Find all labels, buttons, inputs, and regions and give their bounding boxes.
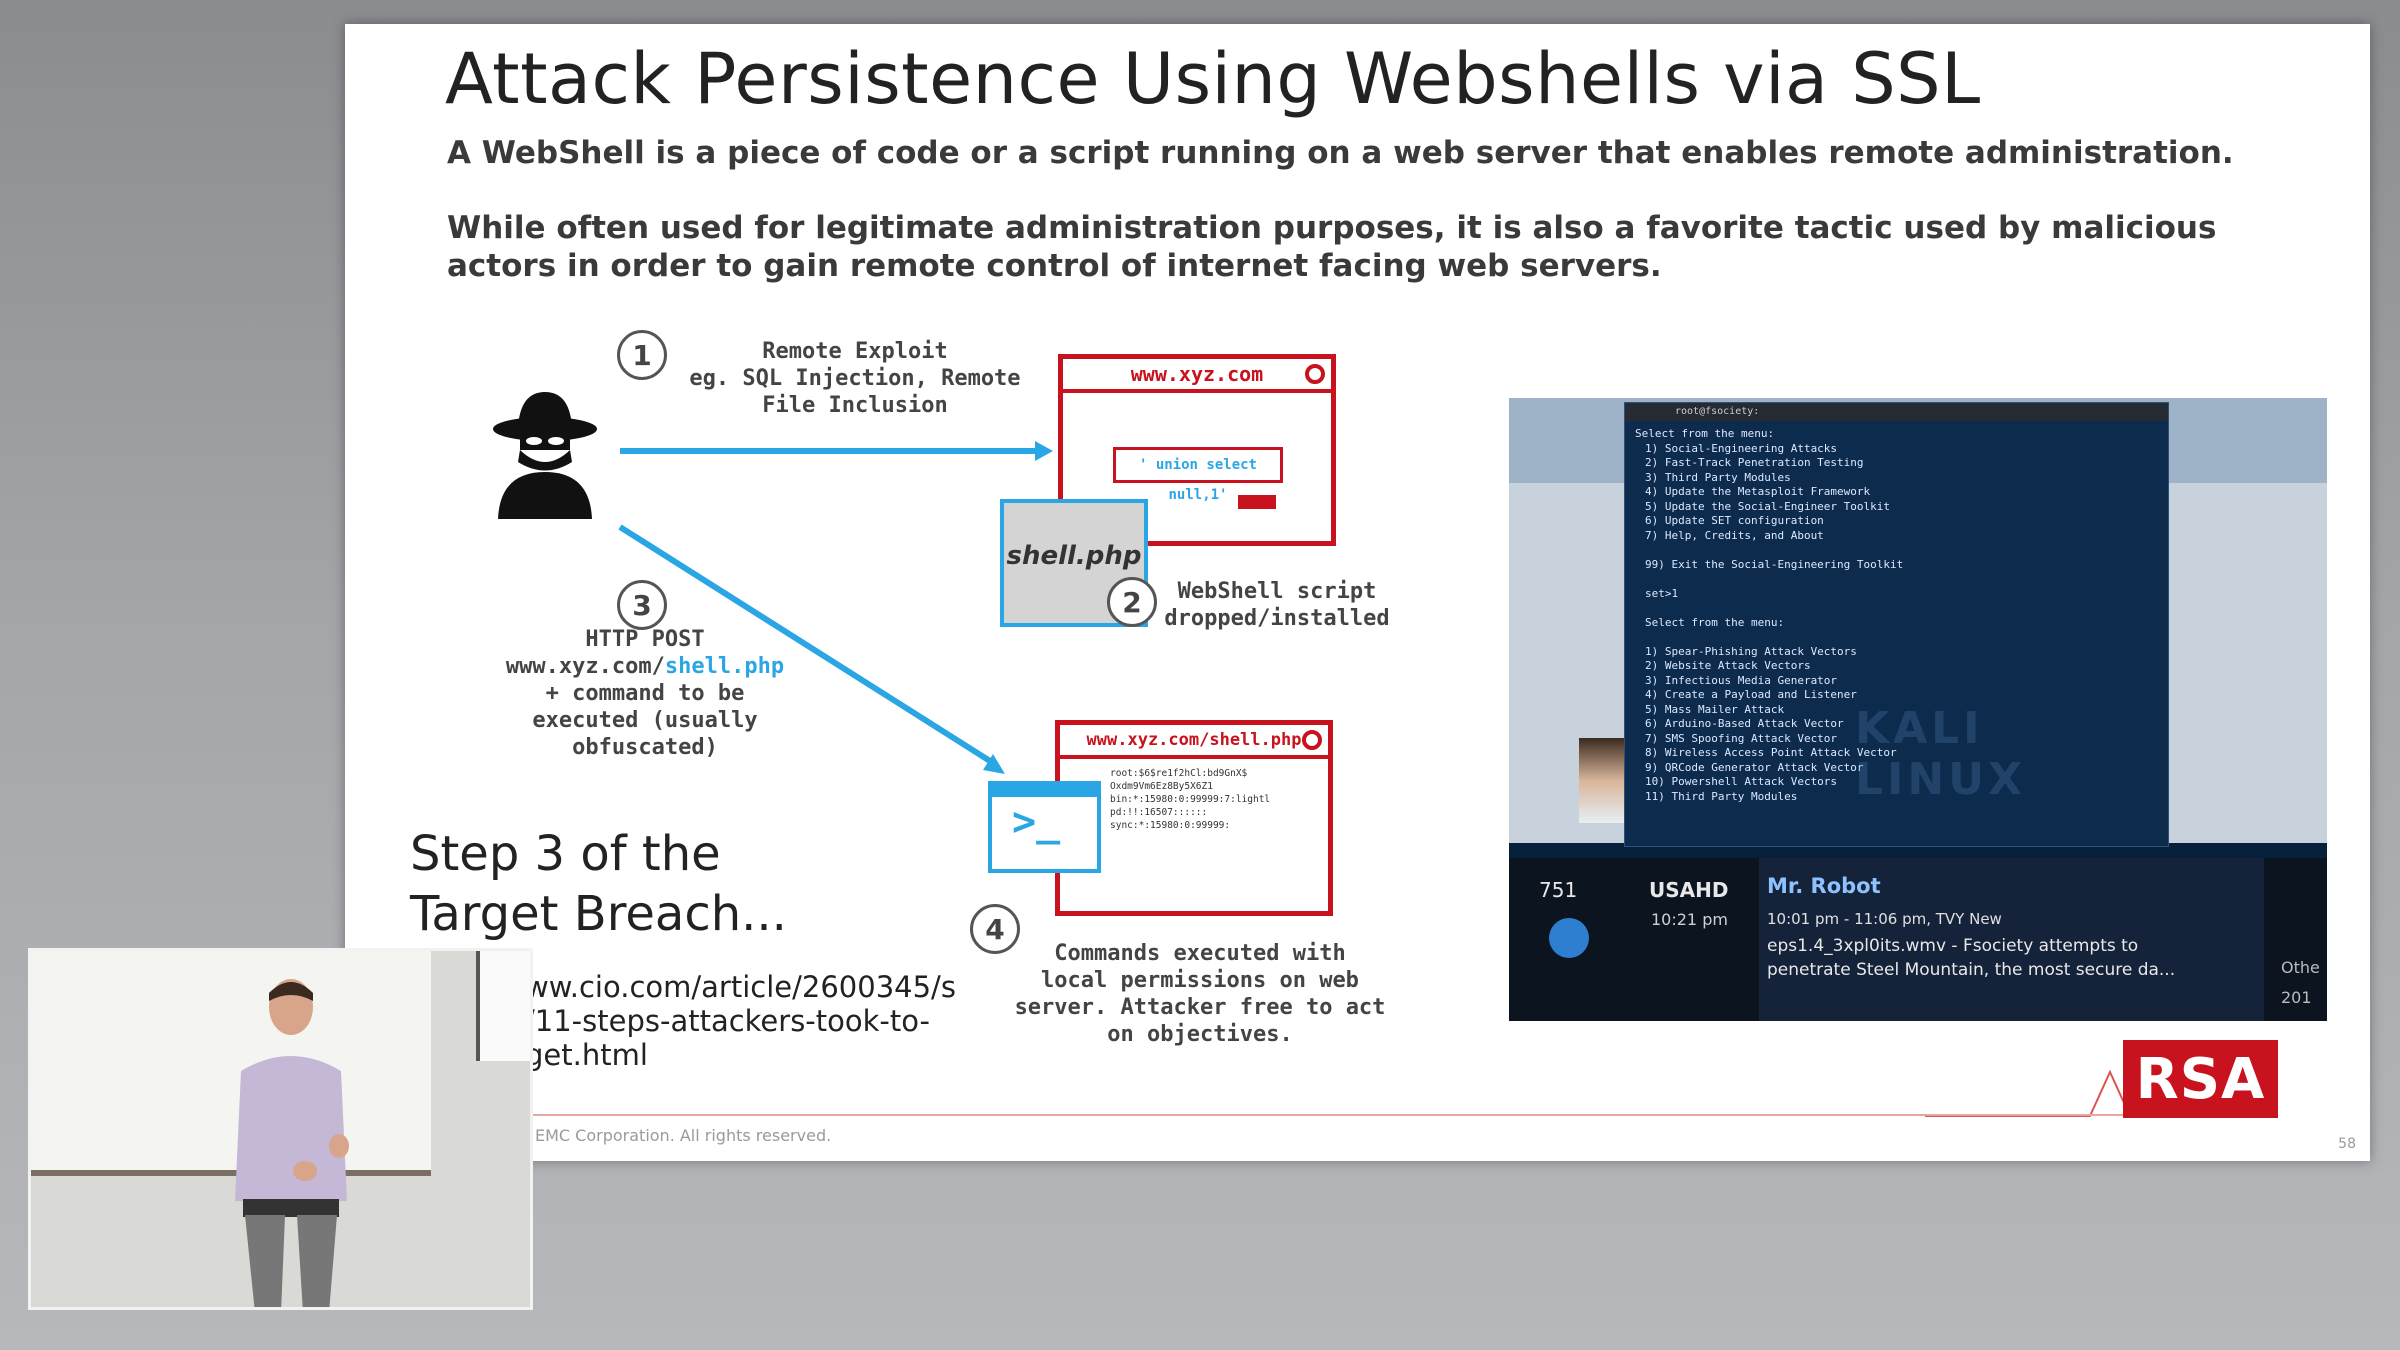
program-panel [1759,858,2264,1021]
copyright-text: EMC Corporation. All rights reserved. [535,1126,832,1145]
detail-paragraph: While often used for legitimate administ… [447,210,2217,284]
output-line: sync:*:15980:0:99999: [1110,820,1231,831]
terminal-menu-item [1645,630,2168,645]
menu-header: Select from the menu: [1635,427,1775,440]
terminal-prompt: >_ [1012,799,1061,845]
webshell-url: www.xyz.com/shell.php [1086,730,1302,750]
terminal-menu-item: 11) Third Party Modules [1645,789,1798,803]
wall-screen [476,951,530,1061]
step3-url-highlight: shell.php [664,654,785,679]
terminal-menu-item: 2) Website Attack Vectors [1645,659,1811,672]
browser-title-bar [1063,389,1331,393]
presenter-figure [235,979,349,1307]
step3-rest: + command to be executed (usually obfusc… [532,681,758,760]
terminal-menu-item: 1) Spear-Phishing Attack Vectors [1645,644,1857,658]
output-line: pd:!!:16507:::::: [1110,807,1208,818]
terminal-menu-item: 4) Create a Payload and Listener [1645,688,1857,701]
hacker-icon [493,392,597,519]
terminal-menu-item: 2) Fast-Track Penetration Testing [1645,456,1864,469]
terminal-menu-item: 10) Powershell Attack Vectors [1645,775,1838,788]
mr-robot-screenshot: root@fsociety: KALI LINUX Select from th… [1509,398,2327,1021]
terminal-menu-item: Select from the menu: [1645,615,1785,629]
submit-button [1238,495,1276,509]
step3-url-prefix: www.xyz.com/ [505,654,665,679]
terminal-menu-item: 99) Exit the Social-Engineering Toolkit [1645,557,1904,571]
step4-number-badge: 4 [970,904,1020,954]
footer-rule [345,1114,2130,1116]
sql-injection-field: ' union select null,1' [1113,447,1283,503]
page-number: 58 [2338,1136,2356,1152]
side-label: Othe [2281,958,2320,977]
step1-number-badge: 1 [617,330,667,380]
channel-logo-icon [1549,918,1589,958]
step3-method: HTTP POST [585,627,705,652]
kali-watermark: KALI LINUX [1855,703,2026,805]
browser-title-bar [1060,755,1328,759]
intro-paragraph: A WebShell is a piece of code or a scrip… [447,135,2234,171]
step2-number-badge: 2 [1107,577,1157,627]
webshell-browser-window: www.xyz.com/shell.php root:$6$re1f2hCl:b… [1055,720,1333,916]
output-line: Oxdm9Vm6Ez8By5X6Z1 [1110,781,1213,792]
tv-guide-overlay: 751 USAHD 10:21 pm Mr. Robot 10:01 pm - … [1509,858,2327,1021]
step3-number-badge: 3 [617,580,667,630]
channel-name: USAHD [1649,878,1729,902]
browser-close-icon [1305,364,1325,384]
output-line: bin:*:15980:0:99999:7:lightl [1110,794,1271,805]
terminal-menu-item: 6) Update SET configuration [1645,514,1824,527]
terminal-menu-item: 1) Social-Engineering Attacks [1645,441,1838,455]
step1-description: Remote Exploit eg. SQL Injection, Remote… [689,339,1021,418]
breach-step-note: Step 3 of the Target Breach... [410,826,787,942]
show-time: 10:01 pm - 11:06 pm, TVY New [1767,910,2002,928]
terminal-menu-item: 4) Update the Metasploit Framework [1645,485,1871,498]
show-description: eps1.4_3xpl0its.wmv - Fsociety attempts … [1767,936,2176,980]
target-url: www.xyz.com [1130,362,1264,386]
step2-description: WebShell script dropped/installed [1164,579,1390,631]
terminal-output: Select from the menu: 1) Social-Engineer… [1625,421,2168,804]
whiteboard [31,951,431,1176]
diagram-arrows [618,441,1053,774]
channel-time: 10:21 pm [1651,910,1728,929]
presentation-slide: Attack Persistence Using Webshells via S… [345,24,2370,1161]
passwd-output: root:$6$re1f2hCl:bd9GnX$ Oxdm9Vm6Ez8By5X… [1110,767,1270,832]
terminal-menu-item: 7) SMS Spoofing Attack Vector [1645,731,1838,745]
article-link[interactable]: ww.cio.com/article/2600345/s /11-steps-a… [525,970,956,1072]
channel-number: 751 [1539,878,1578,902]
step3-description: HTTP POST www.xyz.com/shell.php + comman… [475,626,815,761]
step3-url: www.xyz.com/shell.php [475,653,815,680]
step4-description: Commands executed with local permissions… [1014,941,1386,1047]
terminal-menu-item: 5) Update the Social-Engineer Toolkit [1645,499,1891,513]
terminal-icon: >_ [988,781,1101,873]
file-name-label: shell.php [1006,541,1142,571]
terminal-menu-item: 7) Help, Credits, and About [1645,528,1824,542]
terminal-menu-item: 3) Infectious Media Generator [1645,673,1838,687]
show-title: Mr. Robot [1767,874,1881,898]
rsa-logo: RSA [2123,1040,2278,1118]
terminal-title: root@fsociety: [1625,403,2168,421]
output-line: root:$6$re1f2hCl:bd9GnX$ [1110,768,1248,779]
terminal-menu-item: set>1 [1645,586,1679,600]
terminal-title-bar [992,785,1097,797]
slide-title: Attack Persistence Using Webshells via S… [445,38,1981,120]
browser-close-icon [1302,730,1322,750]
terminal-menu-item [1645,601,2168,616]
side-year: 201 [2281,988,2312,1007]
terminal-menu-item [1645,572,2168,587]
terminal-menu-item: 6) Arduino-Based Attack Vector [1645,717,1844,730]
terminal-window: root@fsociety: KALI LINUX Select from th… [1624,402,2169,847]
terminal-menu-item: 8) Wireless Access Point Attack Vector [1645,746,1897,759]
terminal-menu-item: 3) Third Party Modules [1645,470,1791,484]
terminal-menu-item: 5) Mass Mailer Attack [1645,702,1785,716]
presenter-webcam [28,948,533,1310]
terminal-menu-item: 9) QRCode Generator Attack Vector [1645,760,1864,774]
terminal-menu-item [1645,543,2168,558]
